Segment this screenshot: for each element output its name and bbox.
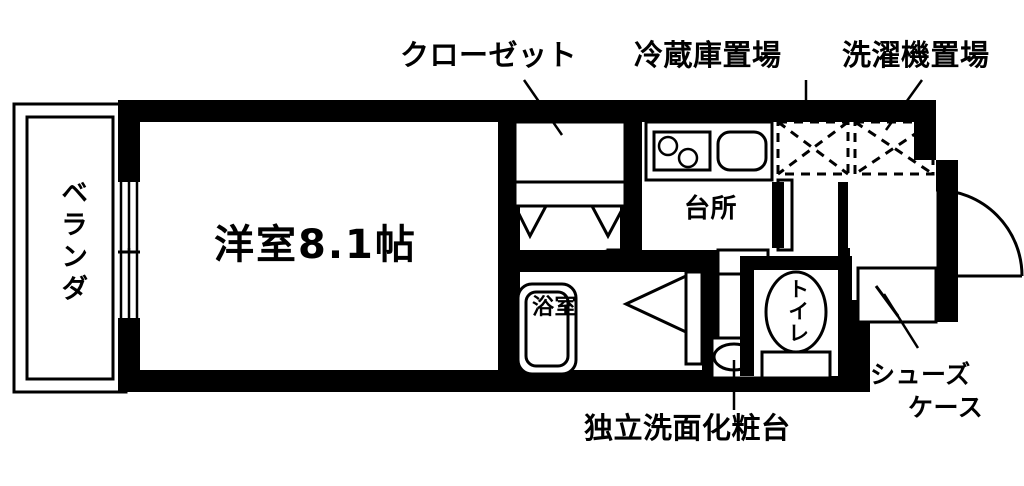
leader-shoe-case [882, 293, 920, 349]
veranda-area [12, 102, 128, 394]
refrigerator-space-label: 冷蔵庫置場 [634, 38, 782, 72]
bathroom-label: 浴室 [532, 295, 578, 320]
washing-machine-space-symbol [853, 120, 935, 176]
refrigerator-space-symbol [776, 120, 850, 176]
vanity-label: 独立洗面化粧台 [584, 411, 791, 445]
main-room-floor [140, 122, 498, 370]
kitchen-door [772, 178, 850, 252]
leader-closet [522, 79, 564, 136]
shoe-case-label-line1: シューズ [870, 360, 971, 389]
label-leader-lines [522, 79, 924, 410]
kitchen-area [642, 120, 774, 248]
main-room-label: 洋室8.1帖 [214, 222, 417, 268]
toilet-area [740, 256, 852, 380]
closet-area [498, 100, 642, 250]
toilet-label: トイレ [785, 278, 810, 344]
bathroom-area [498, 250, 718, 392]
veranda-label: ベランダ [56, 178, 88, 306]
closet-label: クローゼット [400, 38, 578, 72]
sliding-glass-door [118, 182, 140, 318]
shoe-case-label-line2: ケース [908, 393, 984, 422]
washing-machine-space-label: 洗濯機置場 [842, 38, 990, 72]
kitchen-label: 台所 [684, 194, 738, 224]
leader-washing-machine [884, 79, 924, 131]
